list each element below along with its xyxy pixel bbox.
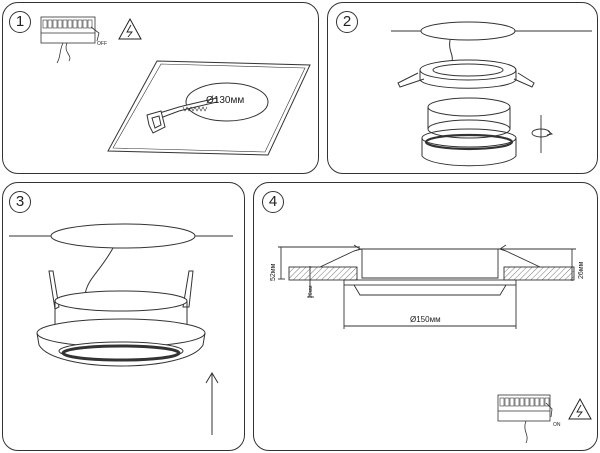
rotate-arrow-icon bbox=[531, 115, 554, 153]
up-arrow-icon bbox=[205, 372, 219, 435]
step-number-3: 3 bbox=[9, 191, 31, 213]
right-thickness-label: 26мм bbox=[578, 261, 585, 279]
step-number-2: 2 bbox=[336, 11, 358, 33]
left-thickness-label: 26мм bbox=[308, 285, 314, 298]
step-1-panel: 1 OFF bbox=[2, 2, 319, 174]
ceiling-slab bbox=[107, 60, 311, 156]
high-voltage-icon bbox=[568, 397, 592, 420]
circuit-breaker-panel-icon bbox=[40, 16, 100, 64]
step-2-panel: 2 bbox=[327, 2, 598, 174]
step-3-panel: 3 bbox=[2, 182, 245, 451]
step-2-illustration bbox=[391, 21, 592, 167]
high-voltage-icon bbox=[118, 17, 142, 40]
overall-height-label: 52мм bbox=[270, 263, 277, 281]
step-number-1: 1 bbox=[9, 11, 31, 33]
cutout-diameter-label: Ø130мм bbox=[206, 95, 245, 106]
step-3-illustration bbox=[9, 223, 233, 435]
step-number-4: 4 bbox=[262, 191, 284, 213]
circuit-breaker-panel-icon bbox=[497, 394, 553, 444]
switch-on-label: ON bbox=[553, 422, 561, 428]
switch-off-label: OFF bbox=[97, 41, 107, 47]
step-4-technical-drawing: ON bbox=[278, 244, 592, 444]
outer-diameter-label: Ø150мм bbox=[410, 315, 441, 324]
step-4-panel: 4 bbox=[253, 182, 598, 451]
step-1-illustration: OFF bbox=[40, 16, 311, 156]
keyhole-saw-icon bbox=[146, 97, 218, 134]
